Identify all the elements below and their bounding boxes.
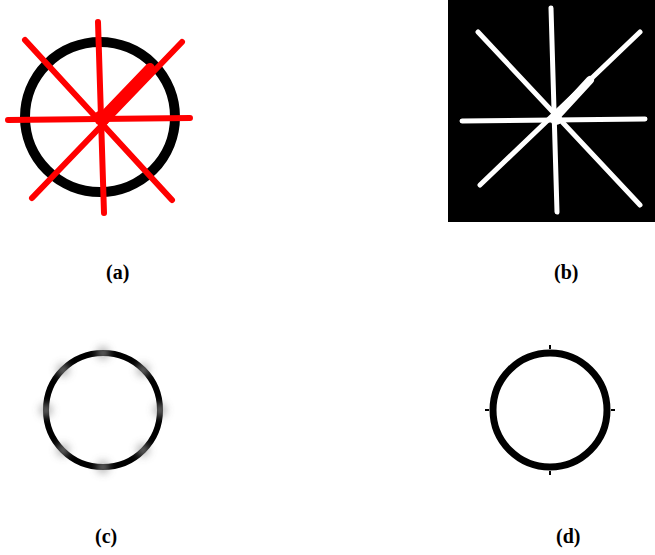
stroke-mask: [448, 0, 655, 222]
panel-label: (c): [95, 524, 117, 548]
panel-label: (a): [106, 260, 129, 284]
panel-label: (b): [554, 260, 578, 284]
marked-circle: [8, 22, 190, 213]
restored-circle: [485, 345, 615, 475]
panel-label: (d): [556, 524, 580, 548]
inpainted-circle: [40, 347, 166, 473]
